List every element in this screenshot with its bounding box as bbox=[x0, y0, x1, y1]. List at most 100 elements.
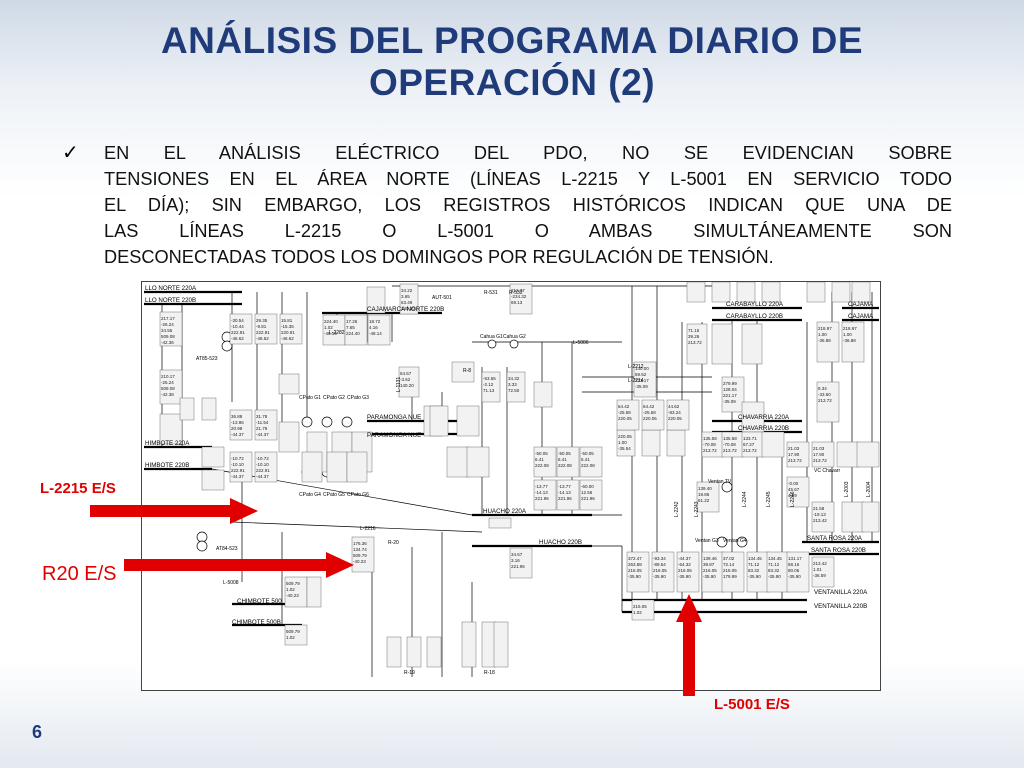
label-cajamarca-norte: CAJAMARCA NORTE 220B bbox=[367, 306, 444, 313]
svg-text:216.05: 216.05 bbox=[678, 568, 692, 573]
svg-text:-30.54: -30.54 bbox=[231, 318, 244, 323]
svg-text:140.00: 140.00 bbox=[635, 366, 649, 371]
svg-text:34.22: 34.22 bbox=[401, 288, 413, 293]
label-cpato-g2: CPato G2 bbox=[323, 395, 345, 401]
svg-text:224.40: 224.40 bbox=[346, 331, 360, 336]
svg-text:-44.37: -44.37 bbox=[256, 432, 269, 437]
svg-text:222.91: 222.91 bbox=[231, 468, 245, 473]
svg-text:213.72: 213.72 bbox=[813, 458, 827, 463]
label-huacho-b: HUACHO 220B bbox=[539, 539, 582, 546]
svg-text:-3.62: -3.62 bbox=[400, 377, 411, 382]
svg-text:-11.54: -11.54 bbox=[256, 420, 269, 425]
svg-text:69.13: 69.13 bbox=[511, 300, 523, 305]
bullet-line: DESCONECTADAS TODOS LOS DOMINGOS POR REG… bbox=[104, 247, 774, 267]
svg-text:34.55: 34.55 bbox=[161, 328, 173, 333]
svg-text:213.72: 213.72 bbox=[788, 458, 802, 463]
svg-text:-10.72: -10.72 bbox=[256, 456, 269, 461]
svg-text:222.08: 222.08 bbox=[558, 463, 572, 468]
svg-text:-10.44: -10.44 bbox=[231, 324, 244, 329]
bullet-line: TENSIONES EN EL ÁREA NORTE (LÍNEAS L-221… bbox=[104, 169, 952, 189]
svg-text:509.08: 509.08 bbox=[161, 334, 175, 339]
svg-text:-64.32: -64.32 bbox=[678, 562, 691, 567]
svg-text:-33.60: -33.60 bbox=[818, 392, 831, 397]
svg-text:279.99: 279.99 bbox=[723, 381, 737, 386]
slide-title: ANÁLISIS DEL PROGRAMA DIARIO DE OPERACIÓ… bbox=[0, 20, 1024, 104]
label-l2244: L-2244 bbox=[742, 491, 748, 507]
svg-text:69.52: 69.52 bbox=[635, 372, 647, 377]
svg-text:134.74: 134.74 bbox=[353, 547, 367, 552]
svg-text:31.78: 31.78 bbox=[256, 414, 268, 419]
svg-text:-35.54: -35.54 bbox=[618, 446, 631, 451]
svg-text:1.02: 1.02 bbox=[286, 635, 295, 640]
svg-text:213.72: 213.72 bbox=[818, 398, 832, 403]
label-carabayllo-b: CARABAYLLO 220B bbox=[726, 313, 783, 320]
svg-text:72.14: 72.14 bbox=[723, 562, 735, 567]
label-chimbote-500b: CHIMBOTE 500B bbox=[232, 619, 281, 626]
svg-text:-48.14: -48.14 bbox=[369, 331, 382, 336]
svg-text:-42.36: -42.36 bbox=[161, 340, 174, 345]
label-l2216: L-2216 bbox=[360, 526, 376, 532]
label-huacho-a: HUACHO 220A bbox=[483, 508, 527, 515]
label-cpato-g1: CPato G1 bbox=[299, 395, 321, 401]
svg-text:83.32: 83.32 bbox=[748, 568, 760, 573]
label-santa-rosa-b: SANTA ROSA 220B bbox=[811, 547, 866, 554]
svg-text:-35.09: -35.09 bbox=[635, 384, 648, 389]
label-aut501: AUT-501 bbox=[432, 295, 452, 301]
svg-text:-83.24: -83.24 bbox=[668, 410, 681, 415]
svg-text:-48.14: -48.14 bbox=[324, 331, 337, 336]
label-r8: R-8 bbox=[463, 368, 471, 374]
label-cahua-g1: Cahua G1 bbox=[480, 334, 503, 340]
label-r532: R-532 bbox=[509, 290, 523, 296]
svg-text:509.79: 509.79 bbox=[353, 553, 367, 558]
title-line-2: OPERACIÓN (2) bbox=[368, 62, 656, 103]
svg-text:21.58: 21.58 bbox=[813, 506, 825, 511]
svg-text:-44.37: -44.37 bbox=[231, 432, 244, 437]
label-chavarria-a: CHAVARRIA 220A bbox=[738, 414, 790, 421]
svg-text:222.91: 222.91 bbox=[256, 468, 270, 473]
svg-text:-14.13: -14.13 bbox=[535, 490, 548, 495]
svg-text:-36.88: -36.88 bbox=[843, 338, 856, 343]
svg-text:1.00: 1.00 bbox=[843, 332, 852, 337]
svg-text:-35.90: -35.90 bbox=[748, 574, 761, 579]
svg-text:29.35: 29.35 bbox=[256, 318, 268, 323]
svg-text:1.02: 1.02 bbox=[286, 587, 295, 592]
svg-text:134.45: 134.45 bbox=[768, 556, 782, 561]
svg-text:-93.34: -93.34 bbox=[653, 556, 666, 561]
svg-text:220.05: 220.05 bbox=[618, 434, 632, 439]
label-cahua-g2: Cahua G2 bbox=[503, 334, 526, 340]
label-l5006: L-5006 bbox=[573, 340, 589, 346]
svg-text:372.47: 372.47 bbox=[628, 556, 642, 561]
svg-text:21.03: 21.03 bbox=[788, 446, 800, 451]
svg-text:509.79: 509.79 bbox=[286, 581, 300, 586]
svg-text:-15.35: -15.35 bbox=[281, 324, 294, 329]
svg-text:-35.90: -35.90 bbox=[628, 574, 641, 579]
annotation-r20: R20 E/S bbox=[42, 563, 117, 585]
label-l2282: L-2282 bbox=[329, 330, 345, 336]
label-chimbote-220a: HIMBOTE 220A bbox=[145, 440, 190, 447]
label-ventanilla-a: VENTANILLA 220A bbox=[814, 589, 868, 596]
label-l2243: L-2243 bbox=[694, 501, 700, 517]
label-ventanilla-b: VENTANILLA 220B bbox=[814, 603, 867, 610]
label-l2212: L-2212 bbox=[628, 364, 644, 370]
svg-text:18.72: 18.72 bbox=[369, 319, 381, 324]
svg-text:-9.81: -9.81 bbox=[256, 324, 267, 329]
svg-text:222.08: 222.08 bbox=[581, 463, 595, 468]
checkmark-icon: ✓ bbox=[62, 140, 79, 164]
svg-text:221.96: 221.96 bbox=[535, 496, 549, 501]
svg-text:216.05: 216.05 bbox=[653, 568, 667, 573]
svg-text:45.67: 45.67 bbox=[788, 487, 800, 492]
svg-text:509.08: 509.08 bbox=[161, 386, 175, 391]
bullet-line: EN EL ANÁLISIS ELÉCTRICO DEL PDO, NO SE … bbox=[104, 143, 952, 163]
svg-text:220.91: 220.91 bbox=[281, 330, 295, 335]
svg-text:210.17: 210.17 bbox=[161, 374, 175, 379]
label-r20: R-20 bbox=[388, 540, 399, 546]
bullet-text: EN EL ANÁLISIS ELÉCTRICO DEL PDO, NO SE … bbox=[104, 140, 952, 270]
svg-text:222.08: 222.08 bbox=[535, 463, 549, 468]
svg-text:212.37: 212.37 bbox=[511, 288, 525, 293]
svg-text:67.27: 67.27 bbox=[743, 442, 755, 447]
svg-text:-35.90: -35.90 bbox=[768, 574, 781, 579]
label-santa-rosa-a: SANTA ROSA 220A bbox=[807, 535, 863, 542]
svg-text:218.97: 218.97 bbox=[818, 326, 832, 331]
svg-text:263.88: 263.88 bbox=[628, 562, 642, 567]
label-r18: R-18 bbox=[484, 670, 495, 676]
